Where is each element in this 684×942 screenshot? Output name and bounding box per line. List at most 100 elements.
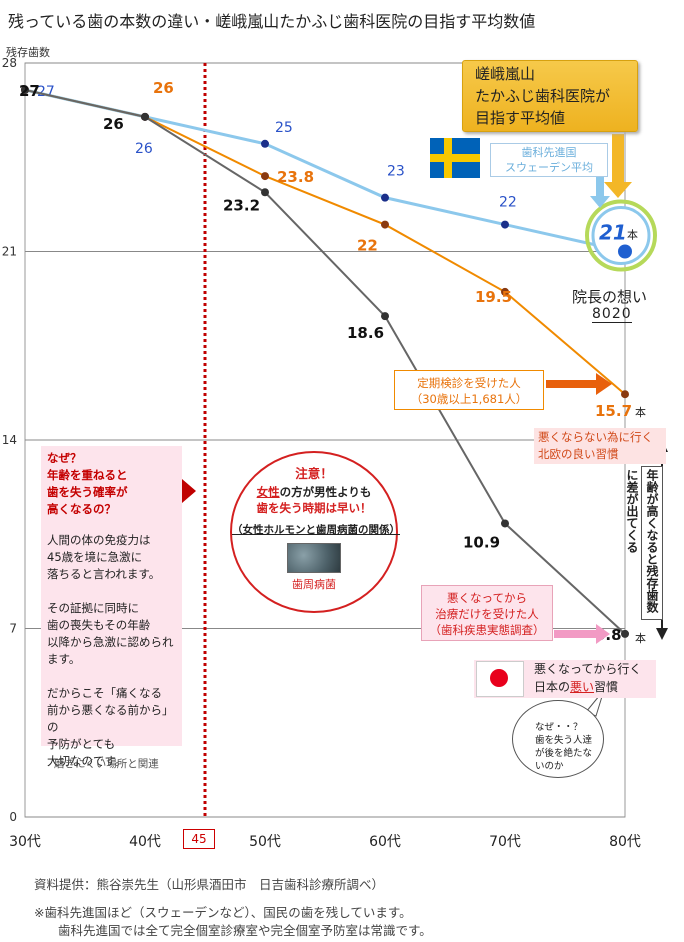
data-label-checkup: 19.5	[475, 288, 512, 306]
aftercare-box: 悪くなってから 治療だけを受けた人 （歯科疾患実態調査）	[421, 585, 553, 641]
series-line-japan	[24, 88, 626, 635]
series-line-checkup	[24, 88, 626, 395]
data-point-checkup	[261, 172, 269, 181]
japan-line2-pre: 日本の	[534, 680, 571, 694]
data-point-checkup	[621, 390, 629, 399]
data-label-japan: 10.9	[463, 533, 500, 551]
caution-line1: 女性の方が男性よりも	[232, 484, 396, 500]
x-tick-label: 50代	[249, 834, 281, 850]
aftercare-line1: 悪くなってから	[447, 591, 527, 605]
data-point-checkup	[501, 287, 509, 296]
caution-women: 女性	[256, 485, 280, 499]
sweden-label-line2: スウェーデン平均	[505, 161, 593, 174]
data-point-sweden	[501, 220, 509, 229]
y-tick-label: 7	[9, 622, 17, 636]
x-tick-label: 60代	[369, 834, 401, 850]
data-label-checkup: 15.7	[595, 402, 632, 420]
checkup-line2: （30歳以上1,681人）	[410, 392, 528, 406]
japan-line2-bad: 悪い	[570, 680, 595, 694]
target-ring-outer	[585, 199, 657, 272]
data-label-japan: 26	[103, 115, 124, 133]
aftercare-line3: （歯科疾患実態調査）	[429, 623, 545, 637]
sweden-arrow-icon	[590, 176, 610, 208]
data-label-sweden: 22	[499, 195, 517, 211]
data-point-japan	[381, 312, 389, 321]
caution-title: 注意！	[295, 466, 333, 481]
clinic-target-line3: 目指す平均値	[475, 109, 566, 127]
data-point-sweden	[261, 139, 269, 148]
caution-circle: 注意！ 女性の方が男性よりも 歯を失う時期は早い！ （女性ホルモンと歯周病菌の関…	[230, 451, 400, 613]
caution-subtitle: （女性ホルモンと歯周病菌の関係）	[232, 524, 400, 536]
unit-label-japan: 本	[635, 631, 646, 645]
checkup-line1: 定期検診を受けた人	[417, 376, 521, 390]
data-label-sweden: 26	[135, 141, 153, 157]
y-tick-label: 28	[2, 56, 17, 70]
target-value-label: 21	[599, 221, 627, 245]
nordic-line1: 悪くならない為に行く	[538, 430, 653, 444]
side-annotation: 年齢が高くなると残存歯数に差が出てくる	[625, 466, 663, 620]
clinic-target-line2: たかふじ歯科医院が	[475, 87, 611, 105]
x-tick-label: 80代	[609, 834, 641, 850]
gap-arrow-down-icon	[656, 628, 668, 640]
caution-line1-rest: の方が男性よりも	[279, 485, 372, 499]
footnote-line2: 歯科先進国では全て完全個室診療室や完全個室予防室は常識です。	[58, 923, 432, 938]
aftercare-line2: 治療だけを受けた人	[435, 607, 539, 621]
source-note: 資料提供：熊谷崇先生（山形県酒田市 日吉歯科診療所調べ）	[34, 877, 385, 892]
sweden-flag-icon	[430, 138, 480, 178]
director-8020-label: 8020	[592, 306, 632, 323]
bacteria-image	[287, 543, 341, 573]
clinic-target-box: 嵯峨嵐山 たかふじ歯科医院が 目指す平均値	[462, 60, 638, 132]
place-note: 磨きにくい場所と関連	[54, 758, 159, 770]
data-point-japan	[501, 519, 509, 528]
data-point-sweden	[381, 193, 389, 202]
x-tick-label: 70代	[489, 834, 521, 850]
nordic-line2: 北欧の良い習慣	[538, 447, 619, 461]
data-point-japan	[261, 188, 269, 197]
data-label-checkup: 23.8	[277, 168, 314, 186]
target-ring-inner	[591, 206, 651, 265]
japan-line2: 日本の悪い習慣	[534, 678, 641, 696]
data-label-sweden: 25	[275, 120, 293, 136]
japan-line2-post: 習慣	[594, 680, 619, 694]
why-question: なぜ？ 年齢を重ねると 歯を失う確率が 高くなるの？	[47, 451, 128, 516]
y-axis-label: 残存歯数	[6, 46, 50, 59]
caution-line2: 歯を失う時期は早い！	[256, 501, 372, 515]
y-tick-label: 0	[9, 810, 17, 824]
data-point-checkup	[381, 220, 389, 229]
japan-flag-sun-icon	[490, 669, 508, 687]
checkup-arrow-icon	[546, 373, 612, 395]
bacteria-label: 歯周病菌	[292, 578, 336, 591]
nordic-good-habit: 悪くならない為に行く 北欧の良い習慣	[534, 428, 666, 464]
data-point-japan	[141, 112, 149, 121]
unit-label-checkup: 本	[635, 405, 646, 419]
x-tick-label: 30代	[9, 834, 41, 850]
target-point	[618, 244, 632, 259]
y-tick-label: 14	[2, 433, 17, 447]
x-tick-label: 40代	[129, 834, 161, 850]
page-title: 残っている歯の本数の違い・嵯峨嵐山たかふじ歯科医院の目指す平均数値	[8, 12, 536, 31]
data-label-sweden: 23	[387, 164, 405, 180]
japan-bad-habit: 悪くなってから行く 日本の悪い習慣	[534, 660, 641, 696]
japan-line1: 悪くなってから行く	[534, 662, 642, 676]
checkup-box: 定期検診を受けた人 （30歳以上1,681人）	[394, 370, 544, 410]
director-wish-label: 院長の想い	[572, 288, 648, 306]
aftercare-arrow-icon	[554, 624, 610, 644]
data-label-japan: 18.6	[347, 324, 384, 342]
why-body: 人間の体の免疫力は 45歳を境に急激に 落ちると言われます。 その証拠に同時に …	[47, 533, 174, 768]
why-panel: なぜ？ 年齢を重ねると 歯を失う確率が 高くなるの？ 人間の体の免疫力は 45歳…	[41, 446, 182, 768]
sweden-label-line1: 歯科先進国	[521, 146, 577, 159]
age-45-marker-label: 45	[183, 829, 215, 849]
y-tick-label: 21	[2, 245, 17, 259]
footnote-line1: ※歯科先進国ほど（スウェーデンなど）、国民の歯を残しています。	[34, 905, 412, 920]
data-label-checkup: 22	[357, 237, 378, 255]
data-label-japan: 27	[19, 82, 40, 100]
question-bubble: なぜ・・？ 歯を失う人達 が後を絶たな いのか	[512, 700, 604, 778]
target-unit-label: 本	[627, 228, 638, 242]
clinic-target-line1: 嵯峨嵐山	[475, 65, 536, 83]
sweden-label: 歯科先進国 スウェーデン平均	[490, 143, 608, 177]
data-label-japan: 23.2	[223, 196, 260, 214]
data-point-japan	[21, 85, 29, 94]
clinic-arrow-icon	[604, 134, 632, 198]
data-label-checkup: 26	[153, 79, 174, 97]
data-point-japan	[621, 629, 629, 638]
